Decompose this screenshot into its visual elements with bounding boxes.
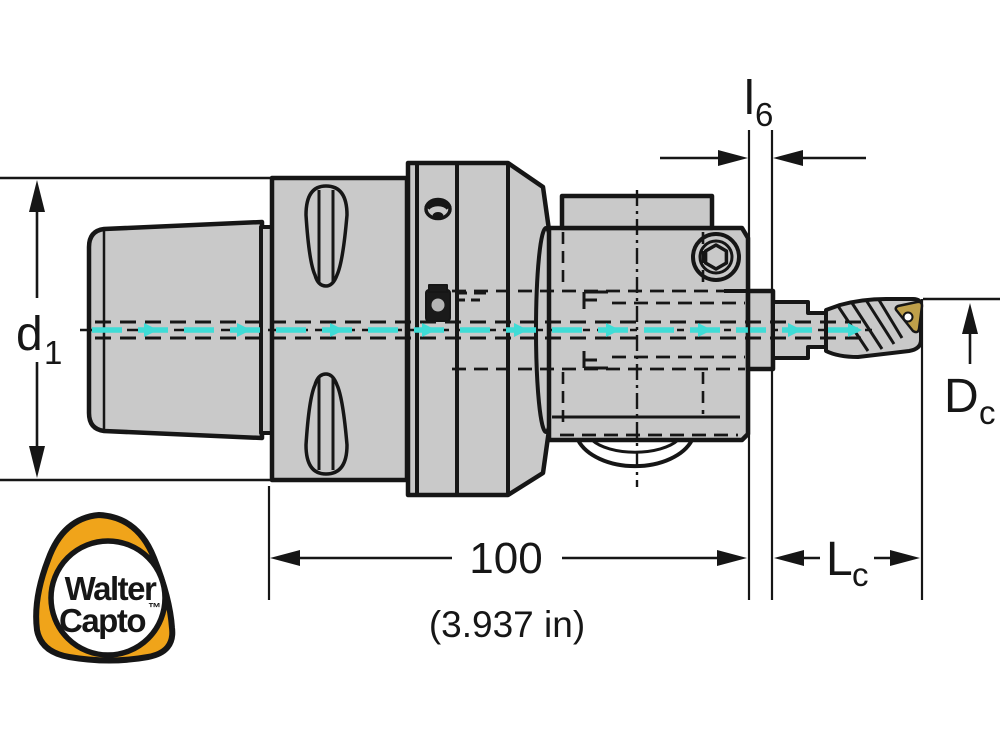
- side-screw-mid-center: [431, 298, 445, 312]
- insert-screw-hole: [902, 311, 914, 323]
- dimensions: [0, 130, 1000, 600]
- label-l6-base: l: [744, 72, 755, 125]
- label-Lc-base: L: [826, 533, 853, 586]
- head-bottom-lens-inner: [590, 438, 680, 454]
- arrowhead-left: [773, 150, 803, 166]
- arrowhead-up: [962, 303, 978, 334]
- label-d1-base: d: [16, 308, 43, 361]
- dim-d1: [0, 176, 272, 482]
- dim-Dc: [920, 297, 1000, 600]
- label-length-in: (3.937 in): [429, 604, 585, 645]
- label-length-mm: 100: [469, 534, 542, 583]
- logo-line2: Capto: [59, 602, 145, 639]
- walter-capto-logo: Walter Capto ™: [33, 512, 176, 664]
- flange-slot-bottom: [304, 372, 349, 476]
- side-screw-top-dot: [432, 212, 444, 220]
- dim-length: [267, 486, 747, 600]
- label-Dc-sub: c: [979, 394, 996, 431]
- logo-line1: Walter: [65, 570, 157, 607]
- head-bottom-lens-outer: [576, 439, 694, 469]
- dim-l6: [660, 130, 866, 600]
- arrowhead-right: [890, 550, 920, 566]
- coolant-flow-arrows: [144, 323, 862, 337]
- side-screw-top-arc: [424, 200, 452, 210]
- label-l6-sub: 6: [755, 96, 773, 133]
- flange-slot-top: [304, 184, 349, 288]
- dimension-labels: d 1 l 6 D c L c 100 (3.937 in): [16, 72, 996, 645]
- arrowhead-down: [29, 446, 45, 478]
- label-Dc-base: D: [944, 370, 979, 423]
- side-screw-mid-cap: [428, 284, 448, 293]
- section-marks: [582, 290, 608, 370]
- label-d1-sub: 1: [44, 334, 62, 371]
- arrowhead-right: [718, 150, 748, 166]
- arrowhead-right: [717, 550, 747, 566]
- arrowhead-left: [774, 550, 804, 566]
- coolant-channel-line: [92, 323, 872, 337]
- arrowhead-up: [29, 180, 45, 212]
- logo-trademark: ™: [148, 600, 161, 615]
- hex-screw-socket: [703, 243, 729, 271]
- tool-body: [86, 160, 924, 498]
- label-Lc-sub: c: [852, 556, 869, 593]
- arrowhead-left: [270, 550, 300, 566]
- logo-inner-circle: [48, 538, 168, 658]
- dim-Lc: [774, 550, 920, 566]
